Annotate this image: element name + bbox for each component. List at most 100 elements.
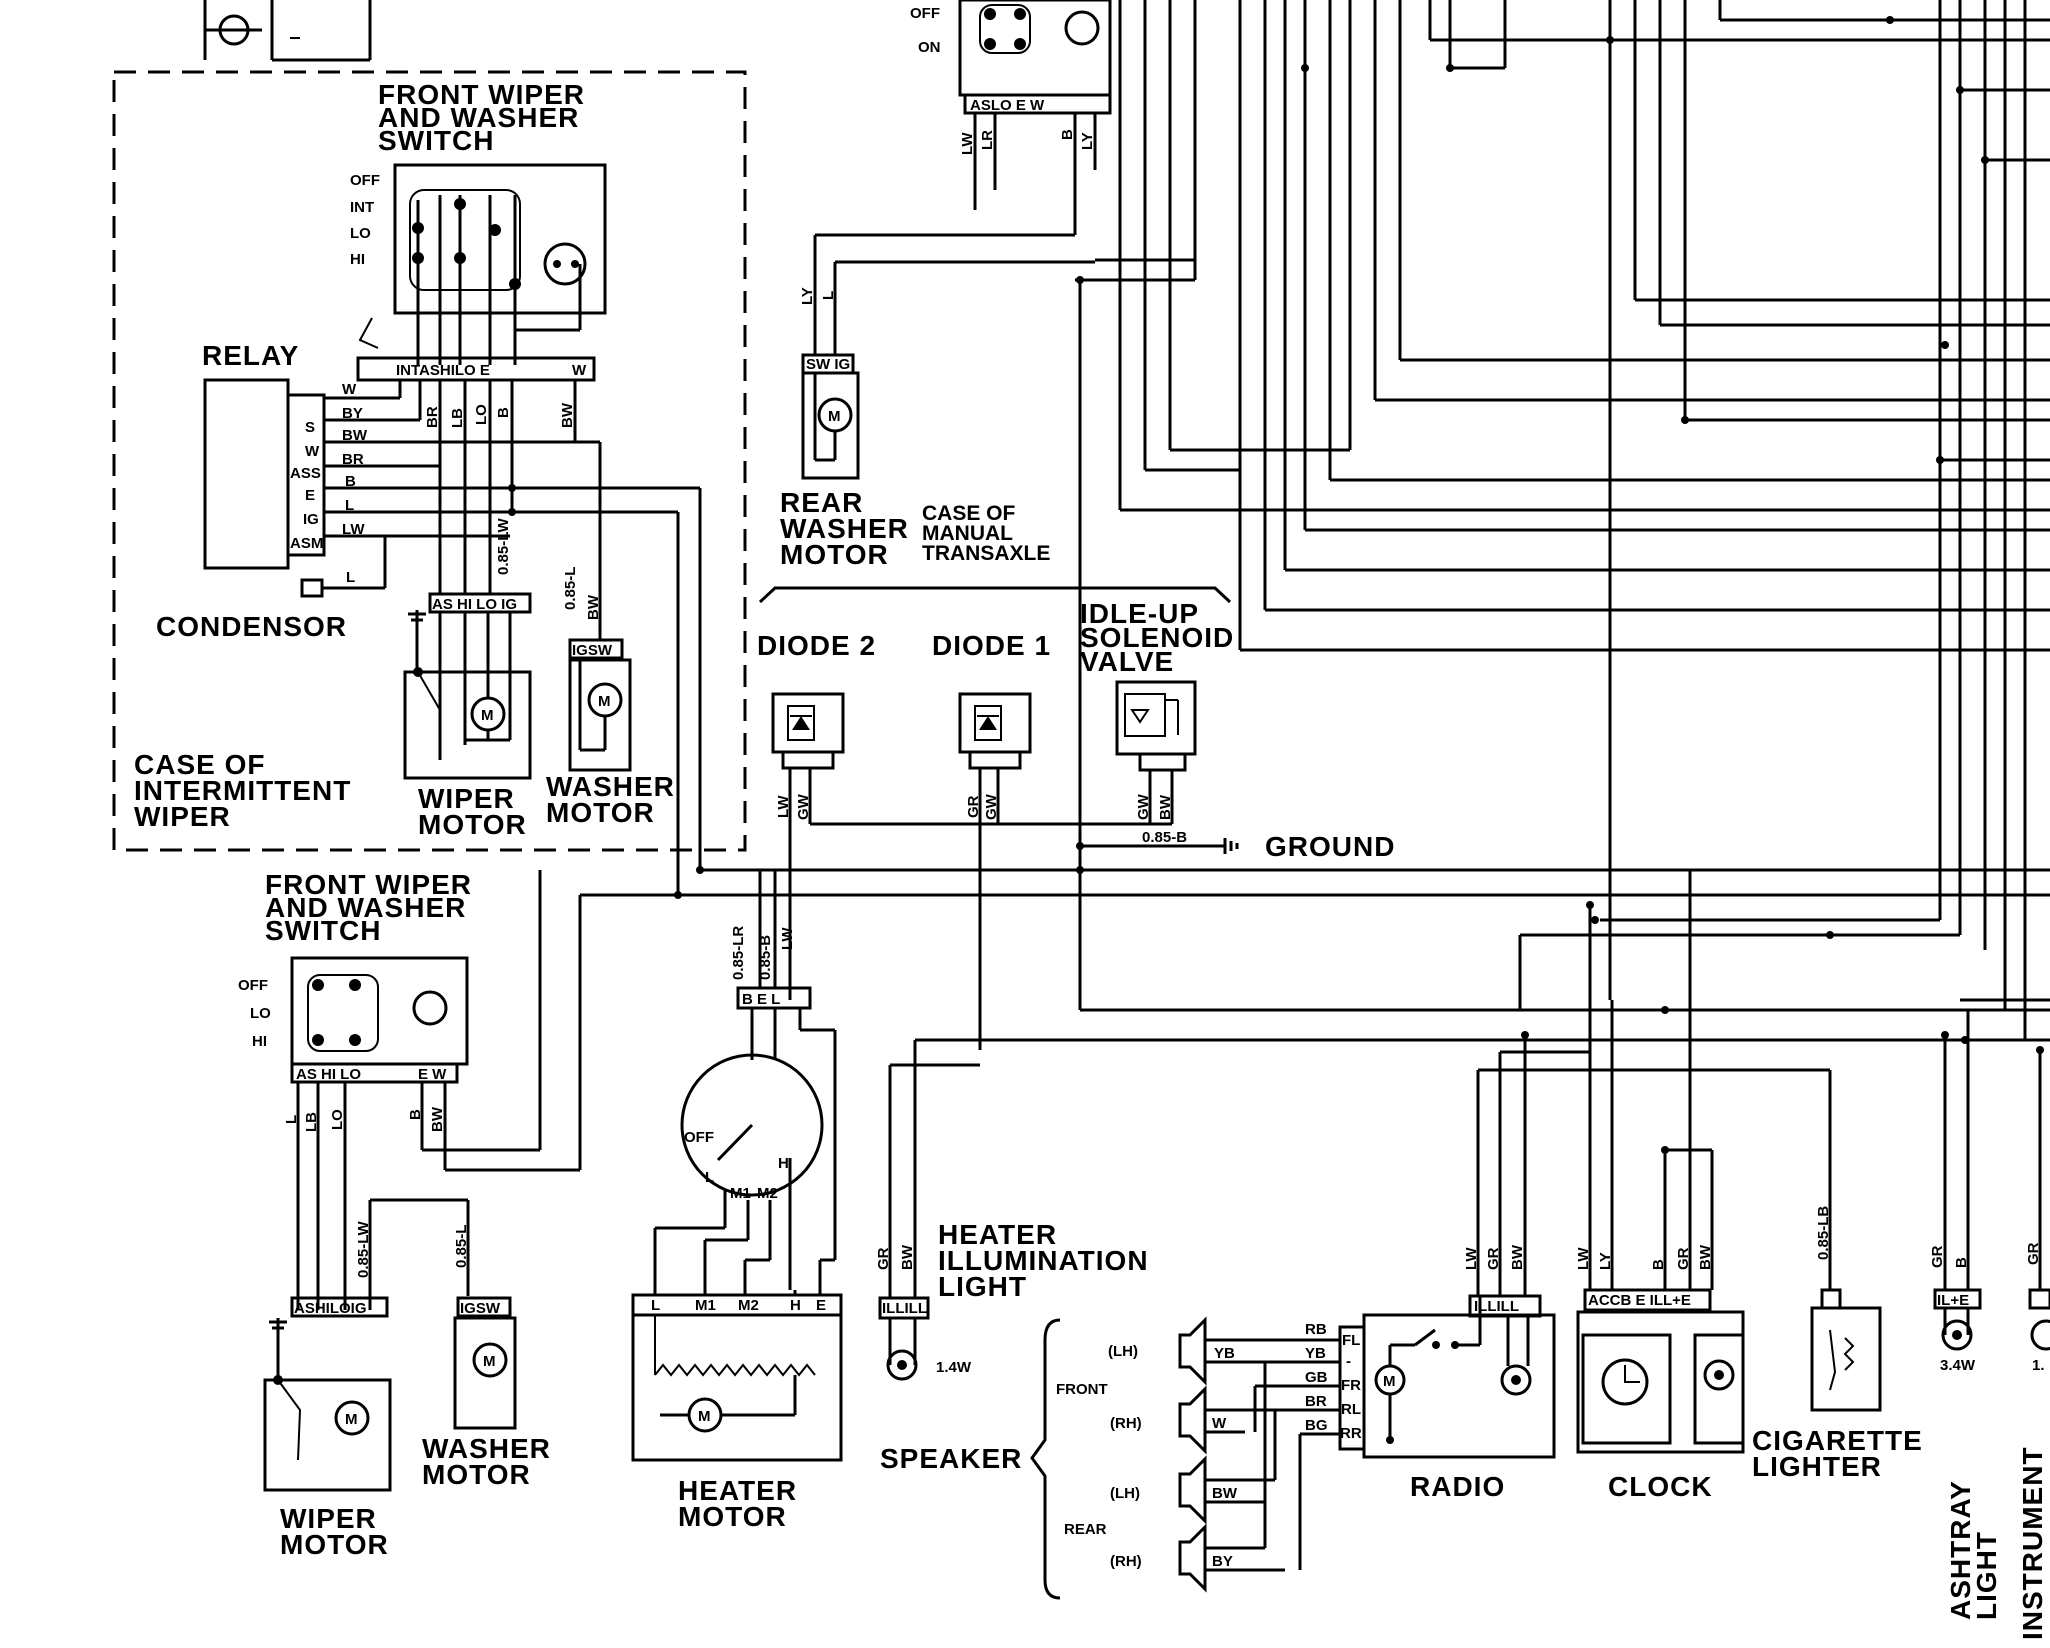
heater-motor-label-2: MOTOR [678, 1501, 787, 1532]
normal-pos-hi: HI [252, 1033, 267, 1050]
intermittent-wiper-switch: FRONT WIPER AND WASHER SWITCH OFF INT LO… [350, 79, 607, 382]
heater-contact-m1: M1 [730, 1185, 751, 1202]
heater-motor-t-m1: M1 [695, 1297, 716, 1314]
ashtray-light: GR B IL+E 3.4W ASHTRAY LIGHT [1929, 1010, 2002, 1620]
heater-illum-label-1: HEATER [938, 1219, 1057, 1250]
int-switch-title-1: FRONT WIPER [378, 79, 585, 110]
normal-washer-label-1: WASHER [422, 1433, 551, 1464]
condensor-wire-l: L [346, 569, 355, 586]
int-washer-motor: IGSW M WASHER MOTOR [546, 638, 675, 828]
relay-pin-s: S [305, 419, 315, 436]
heater-illum-label-3: LIGHT [938, 1271, 1027, 1302]
int-wiper-terminals: AS HI LO IG [432, 596, 517, 613]
diode2-label: DIODE 2 [757, 630, 876, 661]
normal-switch-title-2: AND WASHER [265, 892, 466, 923]
spk-rear-lh: (LH) [1110, 1485, 1140, 1502]
normal-switch-title-1: FRONT WIPER [265, 869, 472, 900]
rear-washer-label-1: REAR [780, 487, 863, 518]
svg-text:M: M [598, 693, 611, 710]
condensor-label: CONDENSOR [156, 611, 347, 642]
diode1-label: DIODE 1 [932, 630, 1051, 661]
radio-terminals: ILLILL [1474, 1298, 1519, 1315]
radio-wire-bw: BW [1509, 1244, 1526, 1270]
idleup-label-3: VALVE [1080, 646, 1174, 677]
normal-wiper-motor: ASHILOIG M WIPER MOTOR [263, 1296, 392, 1560]
idleup-label-1: IDLE-UP [1080, 598, 1199, 629]
heater-illum-wire-bw: BW [899, 1244, 916, 1270]
case-intermittent-3: WIPER [134, 801, 231, 832]
normal-wire-lo: LO [329, 1109, 346, 1130]
rear-wiper-switch: OFF ON ASLO E W LW LR B LY [910, 0, 1112, 210]
inst-watt: 1. [2032, 1357, 2045, 1374]
rear-washer-motor: LY L SW IG M REAR WASHER MOTOR CASE OF M… [780, 165, 1095, 570]
heater-illum-terminals: ILLILL [882, 1300, 927, 1317]
diodes-group: DIODE 2 DIODE 1 IDLE-UP SOLENOID VALVE L… [757, 598, 1394, 1050]
radio: FL - FR RL RR M ILLILL LW GR BW RADIO [1338, 1035, 1556, 1502]
relay-wire-l: L [345, 497, 354, 514]
normal-wiper-switch: FRONT WIPER AND WASHER SWITCH OFF LO HI … [238, 869, 582, 1310]
harness-bus [512, 0, 2050, 1154]
int-pos-hi: HI [350, 251, 365, 268]
ash-wire-b: B [1953, 1257, 1970, 1268]
relay-pin-asm: ASM [290, 535, 323, 552]
rear-wire-b: B [1059, 129, 1076, 140]
radio-wire-rb: RB [1305, 1321, 1327, 1338]
normal-wiper-terminals: ASHILOIG [294, 1300, 367, 1317]
speaker-rear: REAR [1064, 1521, 1107, 1538]
relay-wire-b: B [345, 473, 356, 490]
heater-wire-lw: LW [779, 927, 796, 950]
inst-wire-gr: GR [2025, 1242, 2042, 1265]
int-wiper-motor: AS HI LO IG M WIPER MOTOR [403, 592, 532, 840]
heater-wire-085b: 0.85-B [757, 935, 774, 980]
heater-illum-watt: 1.4W [936, 1359, 972, 1376]
heater-motor-label-1: HEATER [678, 1475, 797, 1506]
svg-text:M: M [483, 1353, 496, 1370]
rear-wire-lr: LR [979, 130, 996, 150]
normal-wire-085lw: 0.85-LW [355, 1220, 372, 1278]
normal-wire-l: L [283, 1115, 300, 1124]
rear-washer-label-3: MOTOR [780, 539, 889, 570]
normal-wiper-label-2: MOTOR [280, 1529, 389, 1560]
diode2-wire-gw: GW [795, 793, 812, 820]
diode1-wire-gw: GW [983, 793, 1000, 820]
ash-wire-gr: GR [1929, 1245, 1946, 1268]
cigarette-lighter: 0.85-LB CIGARETTE LIGHTER [1752, 1070, 1922, 1482]
int-washer-motor-label-1: WASHER [546, 771, 675, 802]
case-manual-2: MANUAL [922, 522, 1013, 545]
relay-pin-e: E [305, 487, 315, 504]
radio-label: RADIO [1410, 1471, 1505, 1502]
intermittent-case-frame [112, 70, 747, 852]
ash-terminals: IL+E [1937, 1292, 1969, 1309]
radio-pin-fr: FR [1341, 1377, 1361, 1394]
relay-label: RELAY [202, 340, 299, 371]
rear-switch-terminals: ASLO E W [970, 97, 1045, 114]
speaker-front: FRONT [1056, 1381, 1108, 1398]
heater-illum-wire-gr: GR [875, 1247, 892, 1270]
condensor: L CONDENSOR [156, 536, 387, 642]
relay-wire-bw: BW [342, 427, 368, 444]
radio-wire-br: BR [1305, 1393, 1327, 1410]
rear-wire-ly: LY [1079, 132, 1096, 150]
ash-watt: 3.4W [1940, 1357, 1976, 1374]
relay-wire-by: BY [342, 405, 363, 422]
rear-switch-on: ON [918, 39, 941, 56]
radio-pin-fl: FL [1342, 1332, 1360, 1349]
normal-wire-bw: BW [429, 1106, 446, 1132]
spk-front-rh: (RH) [1110, 1415, 1142, 1432]
spk-rear-rh: (RH) [1110, 1553, 1142, 1570]
radio-wire-bg: BG [1305, 1417, 1328, 1434]
clock-wire-gr: GR [1675, 1247, 1692, 1270]
clock-wire-b: B [1650, 1259, 1667, 1270]
int-washer-terminals: IGSW [572, 642, 613, 659]
normal-wire-b: B [407, 1109, 424, 1120]
radio-wire-yb: YB [1305, 1345, 1326, 1362]
normal-pos-off: OFF [238, 977, 268, 994]
int-wire-bw: BW [559, 402, 576, 428]
heater-switch-terminals: B E L [742, 991, 780, 1008]
case-manual-1: CASE OF [922, 502, 1016, 525]
idleup-label-2: SOLENOID [1080, 622, 1234, 653]
heater-wire-085lr: 0.85-LR [730, 926, 747, 980]
int-wiper-motor-label-1: WIPER [418, 783, 515, 814]
